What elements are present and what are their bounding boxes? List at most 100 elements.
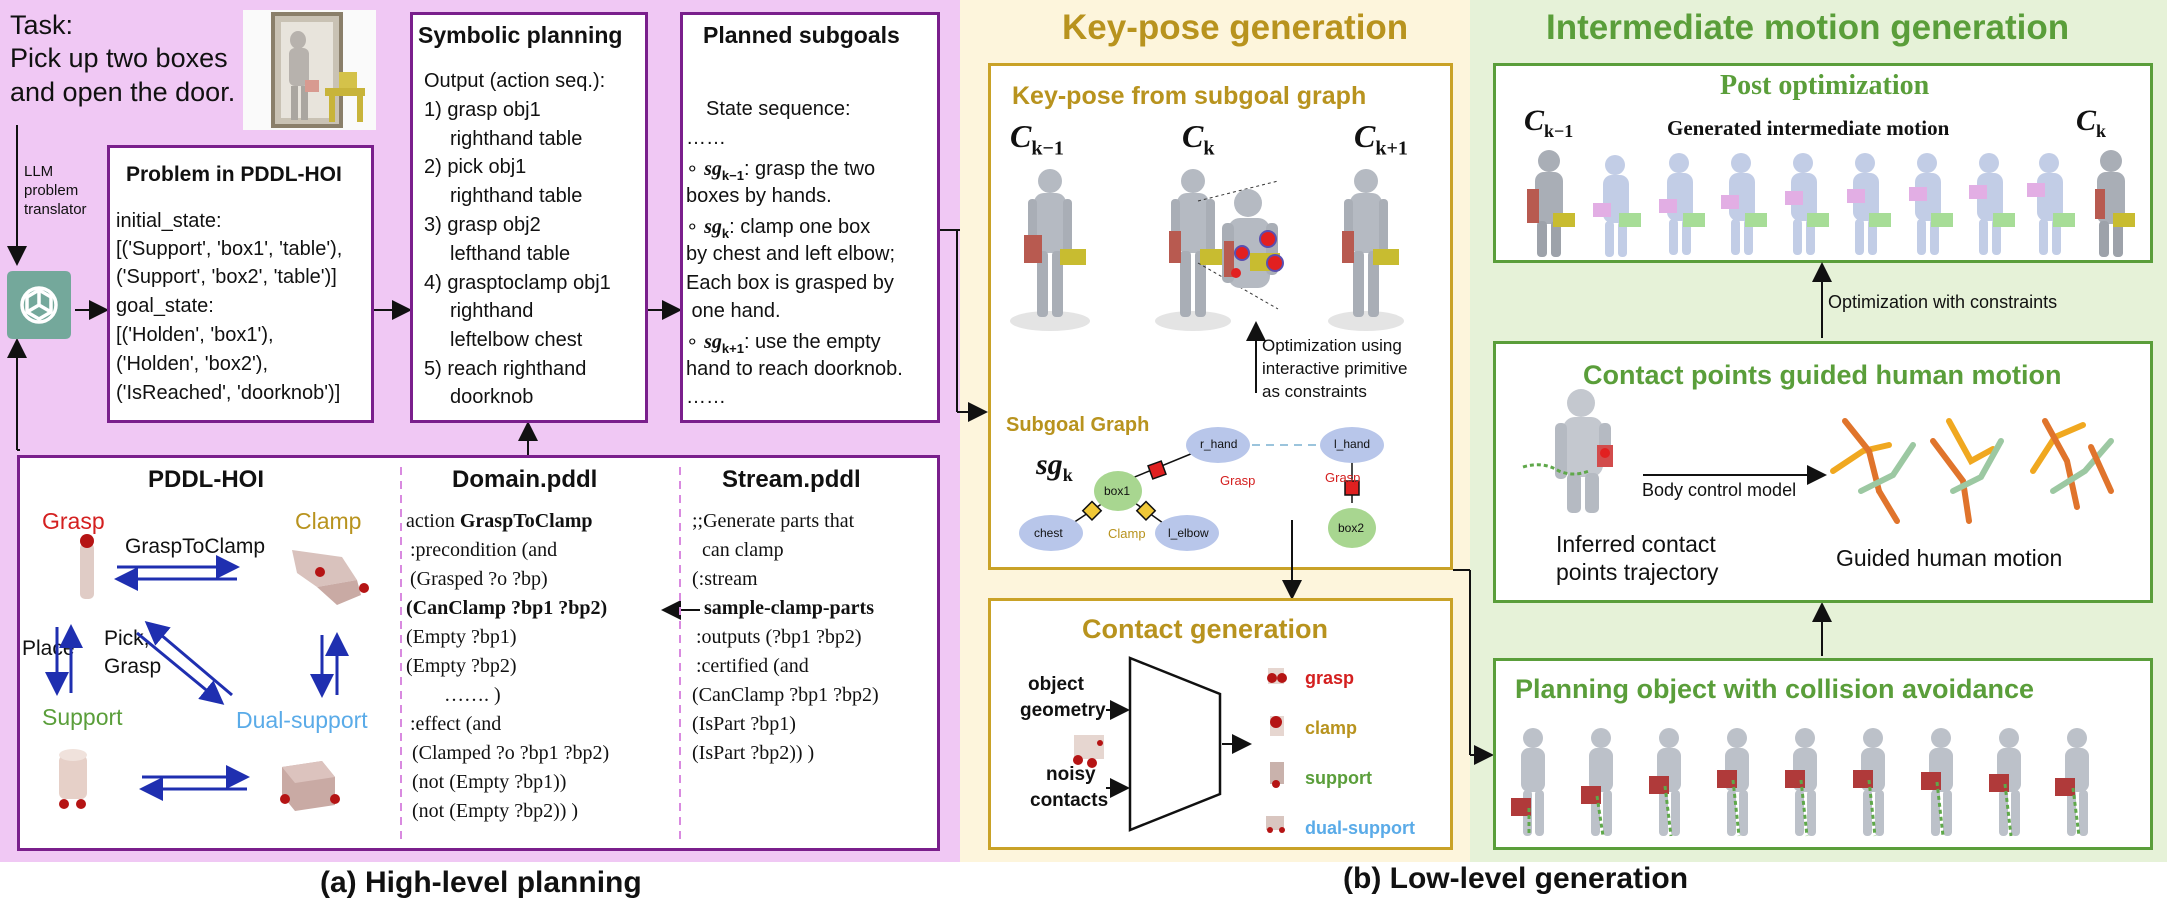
problem-line: [('Support', 'box1', 'table'), xyxy=(116,238,343,260)
subgoals-box xyxy=(680,12,940,423)
domain-line: (not (Empty ?bp2)) ) xyxy=(412,800,579,822)
opt-using-1: Optimization using xyxy=(1262,336,1402,355)
symbolic-line: 1) grasp obj1 xyxy=(424,99,541,121)
grasp-label: Grasp xyxy=(42,508,105,534)
c-prev-label: Ck−1 xyxy=(1010,118,1064,160)
edge-label-clamp: Clamp xyxy=(1108,526,1146,541)
c-symbol: C xyxy=(2076,104,2097,137)
domain-action-name: GraspToClamp xyxy=(459,510,593,532)
node-l-hand xyxy=(1320,427,1384,463)
problem-title: Problem in PDDL-HOI xyxy=(126,163,342,186)
planning-title: Planning object with collision avoidance xyxy=(1515,674,2035,704)
symbolic-line: leftelbow chest xyxy=(450,329,583,351)
sg-symbol: sg xyxy=(704,216,722,238)
human-contact-figure xyxy=(1522,389,1613,513)
keypose-box-title: Key-pose from subgoal graph xyxy=(1012,82,1367,110)
domain-line: ……. ) xyxy=(444,684,501,706)
llm-label-1: LLM xyxy=(24,163,54,180)
symbolic-title: Symbolic planning xyxy=(418,22,623,48)
task-scene-image xyxy=(243,10,376,130)
c-cur-label: Ck xyxy=(1182,118,1214,160)
node-r-hand xyxy=(1186,427,1250,463)
edge-label-grasp: Grasp xyxy=(1325,470,1361,485)
support-label: Support xyxy=(42,704,123,730)
keypose-figures xyxy=(1010,169,1404,551)
contact-guided-title: Contact points guided human motion xyxy=(1583,360,2062,390)
pddl-hoi-title: PDDL-HOI xyxy=(148,466,264,493)
stream-line: :certified (and xyxy=(696,655,809,677)
node-label-l-hand: l_hand xyxy=(1334,437,1371,451)
subgoals-title: Planned subgoals xyxy=(703,22,900,48)
c-symbol: C xyxy=(1182,118,1204,154)
stream-line: (CanClamp ?bp1 ?bp2) xyxy=(692,684,879,706)
problem-line: ('Support', 'box2', 'table')] xyxy=(116,266,337,288)
domain-box xyxy=(17,455,940,851)
post-opt-title: Post optimization xyxy=(1720,70,1930,101)
symbolic-line: lefthand table xyxy=(450,243,571,265)
problem-line: ('IsReached', 'doorknob')] xyxy=(116,382,341,404)
domain-line: (Grasped ?o ?bp) xyxy=(410,568,548,590)
subgoal-2-cont: by chest and left elbow; xyxy=(686,243,896,265)
pddl-hoi-diagram xyxy=(45,467,402,845)
symbolic-line: righthand table xyxy=(450,185,583,207)
sg-sub: k+1 xyxy=(721,341,744,356)
node-chest xyxy=(1019,515,1083,551)
state-label: State sequence: xyxy=(706,98,851,120)
human-pose-zoom xyxy=(1222,189,1284,288)
symbolic-line: doorknob xyxy=(450,386,534,408)
object-label-2: geometry xyxy=(1020,700,1106,721)
opt-using-3: as constraints xyxy=(1262,382,1367,401)
contact-guided-figures xyxy=(1522,389,2114,524)
human-pose-cur xyxy=(1155,169,1231,331)
c-next-label: Ck+1 xyxy=(1354,118,1408,160)
subgoal-2-cont: one hand. xyxy=(686,300,781,322)
int-c-prev: Ck−1 xyxy=(1524,104,1573,142)
symbolic-line: righthand table xyxy=(450,128,583,150)
stream-line: (IsPart ?bp1) xyxy=(692,713,796,735)
c-symbol: C xyxy=(1524,104,1545,137)
subgoal-graph-label: Subgoal Graph xyxy=(1006,414,1150,436)
symbolic-line: Output (action seq.): xyxy=(424,70,606,92)
object-label-1: object xyxy=(1028,674,1084,695)
stream-line: ;;Generate parts that xyxy=(692,510,855,532)
subgoal-1: ∘ sgk−1: grasp the two xyxy=(686,158,876,183)
task-line3: and open the door. xyxy=(10,77,236,107)
clamp-object-icon xyxy=(292,550,369,605)
symbolic-line: 5) reach righthand xyxy=(424,358,587,380)
problem-line: [('Holden', 'box1'), xyxy=(116,324,274,346)
opt-constraints-label: Optimization with constraints xyxy=(1828,292,2058,312)
domain-line: (Empty ?bp1) xyxy=(406,626,517,648)
symbolic-line: 3) grasp obj2 xyxy=(424,214,541,236)
sg-sub: k xyxy=(721,226,730,241)
human-pose-next xyxy=(1328,169,1404,331)
planning-motion xyxy=(1511,728,2089,837)
stream-line: (IsPart ?bp2)) ) xyxy=(692,742,815,764)
out-dual-support: dual-support xyxy=(1305,818,1415,838)
node-l-elbow xyxy=(1155,515,1219,551)
task-label: Task: xyxy=(10,10,74,40)
caption-a: (a) High-level planning xyxy=(320,866,642,899)
subgoal-3: ∘ sgk+1: use the empty xyxy=(686,331,881,356)
intermediate-header: Intermediate motion generation xyxy=(1546,8,2070,47)
domain-line: :precondition (and xyxy=(410,539,558,561)
domain-canclamp: (CanClamp ?bp1 ?bp2) xyxy=(406,597,608,619)
contact-diagram xyxy=(1073,656,1287,833)
node-label-box1: box1 xyxy=(1104,484,1131,498)
c-sub: k+1 xyxy=(1375,137,1408,160)
problem-line: ('Holden', 'box2'), xyxy=(116,353,269,375)
symbolic-line: righthand xyxy=(450,300,534,322)
stream-line: :outputs (?bp1 ?bp2) xyxy=(696,626,862,648)
c-sub: k xyxy=(1203,137,1215,160)
keypose-header: Key-pose generation xyxy=(1062,8,1409,47)
symbolic-line: 4) grasptoclamp obj1 xyxy=(424,272,611,294)
grasp2-label: Grasp xyxy=(104,655,162,678)
domain-action-kw: action xyxy=(406,510,460,532)
keypose-arrows xyxy=(940,229,1302,600)
domain-action-line: action GraspToClamp xyxy=(406,507,593,536)
problem-line: goal_state: xyxy=(116,295,214,317)
domain-title: Domain.pddl xyxy=(452,466,598,493)
sg-sub: k−1 xyxy=(721,168,744,183)
grasp-object-icon xyxy=(80,534,94,599)
problem-line: initial_state: xyxy=(116,210,222,232)
domain-line: :effect (and xyxy=(410,713,502,735)
